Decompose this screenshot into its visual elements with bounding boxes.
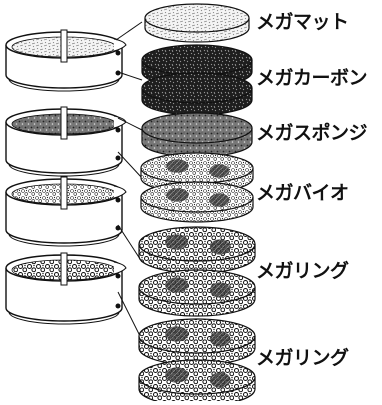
tray-1 (5, 29, 127, 92)
ring-pad-3-patch-left (165, 326, 189, 342)
tray-4-body (5, 268, 123, 322)
tray-1-bottom-rim (8, 78, 120, 92)
ring-pad-4 (138, 359, 256, 405)
tray-2-handle (113, 115, 127, 129)
label-mega-ring-1: メガリング (256, 260, 349, 282)
ring-pad-4-top (138, 359, 256, 395)
ring-pad-2-patch-right (209, 282, 231, 298)
sponge-pad (141, 112, 253, 158)
leader-line-5 (117, 224, 143, 263)
carbon-pad-1-top (141, 44, 253, 76)
label-mega-carbon: メガカーボン (256, 67, 368, 89)
bio-pad-1-patch-left (166, 159, 189, 173)
tray-4-handle (113, 261, 127, 275)
ring-pad-4-patch-left (165, 367, 189, 383)
ring-pad-4-patch-right (209, 372, 231, 388)
tray-2-bottom-rim (8, 163, 120, 177)
ring-pad-2-patch-left (165, 277, 189, 293)
tray-4-dot-bottom (115, 303, 121, 309)
ring-pad-1-patch-right (209, 239, 231, 255)
ring-pad-1-patch-left (165, 234, 189, 250)
tray-1-handle (113, 38, 127, 52)
tray-3-dot-top (115, 197, 121, 203)
tray-2-dot-top (115, 127, 121, 133)
ring-pad-3-top (138, 318, 256, 354)
ring-pad-2 (138, 269, 256, 317)
tray-3-handle (113, 185, 127, 199)
tray-3-body (5, 192, 123, 244)
ring-pad-1-top (138, 226, 256, 262)
tray-2 (5, 106, 127, 177)
carbon-pad-2-top (141, 72, 253, 104)
tray-3 (5, 176, 127, 247)
tray-1-dot-bottom (115, 70, 121, 76)
leader-line-2 (117, 71, 143, 81)
bio-pad-2 (140, 181, 254, 223)
bio-pad-1-top (140, 152, 254, 184)
label-mega-bio: メガバイオ (256, 182, 349, 204)
tray-4-bottom-rim (8, 311, 120, 325)
tray-3-bottom-rim (8, 233, 120, 247)
bio-pad-2-patch-left (166, 188, 189, 202)
leader-line-1 (115, 21, 143, 41)
leader-line-3 (117, 117, 143, 131)
ring-pad-3-patch-right (209, 331, 231, 347)
carbon-pad-2 (141, 72, 253, 116)
leader-line-6 (117, 291, 143, 341)
mat-pad (144, 3, 250, 43)
tray-4-center-post (60, 252, 68, 286)
ring-pad-1 (138, 226, 256, 274)
tray-3-center-post (60, 176, 68, 210)
tray-4 (5, 252, 127, 325)
mat-pad-top (144, 3, 250, 33)
bio-pad-1-patch-right (209, 164, 230, 178)
sponge-pad-top (141, 112, 253, 144)
tray-1-center-post (60, 29, 68, 63)
bio-pad-2-patch-right (209, 193, 230, 207)
label-mega-ring-2: メガリング (256, 347, 349, 369)
tray-2-dot-bottom (115, 155, 121, 161)
leader-line-4 (117, 151, 143, 179)
tray-4-dot-top (115, 273, 121, 279)
tray-1-dot-top (115, 50, 121, 56)
tray-2-body (5, 122, 123, 174)
ring-pad-3 (138, 318, 256, 366)
tray-2-center-post (60, 106, 68, 140)
label-mega-sponge: メガスポンジ (256, 122, 368, 144)
ring-pad-2-top (138, 269, 256, 305)
label-mega-mat: メガマット (256, 11, 349, 33)
bio-pad-2-top (140, 181, 254, 213)
